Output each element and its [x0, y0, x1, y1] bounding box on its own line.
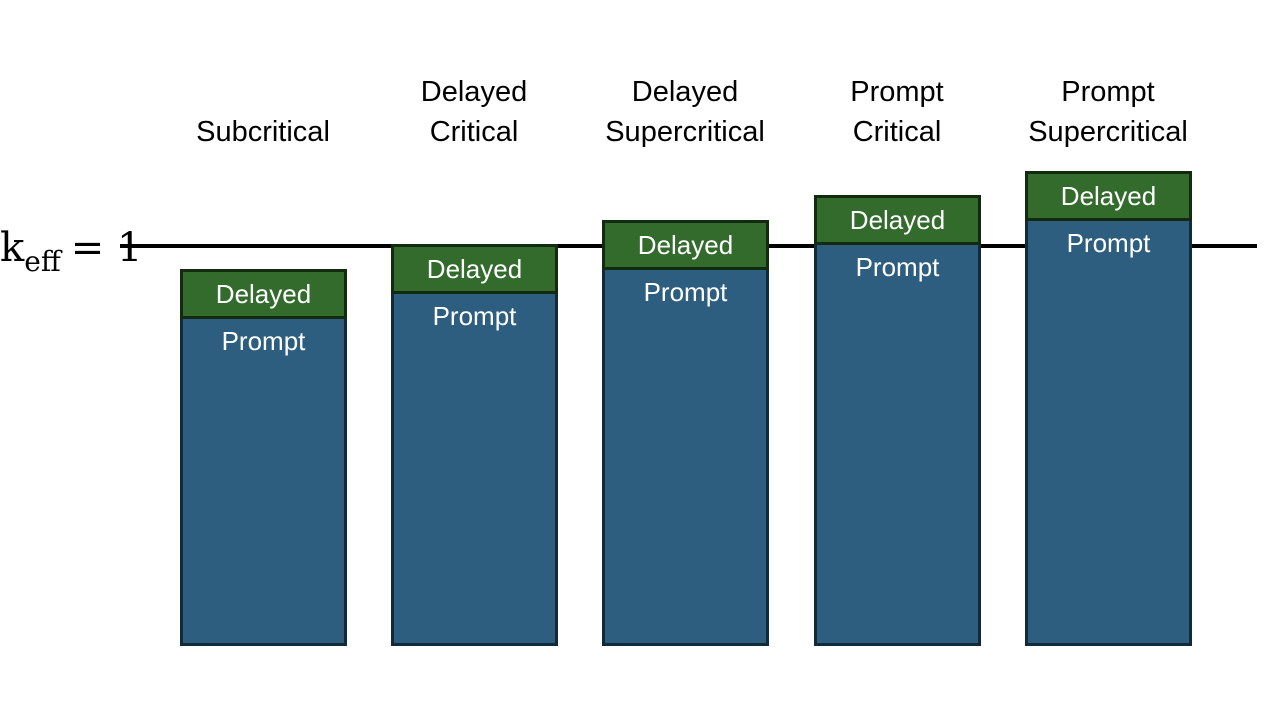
- delayed-segment: Delayed: [1025, 171, 1192, 221]
- prompt-segment: Prompt: [1025, 218, 1192, 646]
- delayed-segment: Delayed: [602, 220, 769, 270]
- prompt-segment: Prompt: [814, 242, 981, 646]
- delayed-segment: Delayed: [814, 195, 981, 245]
- prompt-segment: Prompt: [602, 267, 769, 646]
- delayed-segment: Delayed: [180, 269, 347, 319]
- category-label-line1: Prompt: [850, 76, 944, 108]
- keff-symbol: k: [0, 225, 25, 271]
- category-label-line2: Supercritical: [1028, 116, 1188, 148]
- delayed-segment: Delayed: [391, 244, 558, 294]
- category-label: Subcritical: [153, 72, 373, 152]
- category-label-line2: Critical: [852, 116, 942, 148]
- keff-label: keff = 1: [0, 222, 143, 278]
- prompt-segment: Prompt: [391, 291, 558, 646]
- category-label-line2: Subcritical: [196, 116, 330, 148]
- category-label-line1: Prompt: [1061, 76, 1155, 108]
- category-label-line2: Critical: [429, 116, 519, 148]
- prompt-segment: Prompt: [180, 316, 347, 646]
- category-label-line1: [153, 72, 373, 112]
- keff-subscript: eff: [24, 245, 61, 278]
- keff-operator: =: [70, 225, 105, 271]
- category-label-line1: Delayed: [420, 76, 528, 108]
- keff-value: 1: [116, 225, 143, 271]
- category-label-line1: Delayed: [631, 76, 739, 108]
- category-label-line2: Supercritical: [605, 116, 765, 148]
